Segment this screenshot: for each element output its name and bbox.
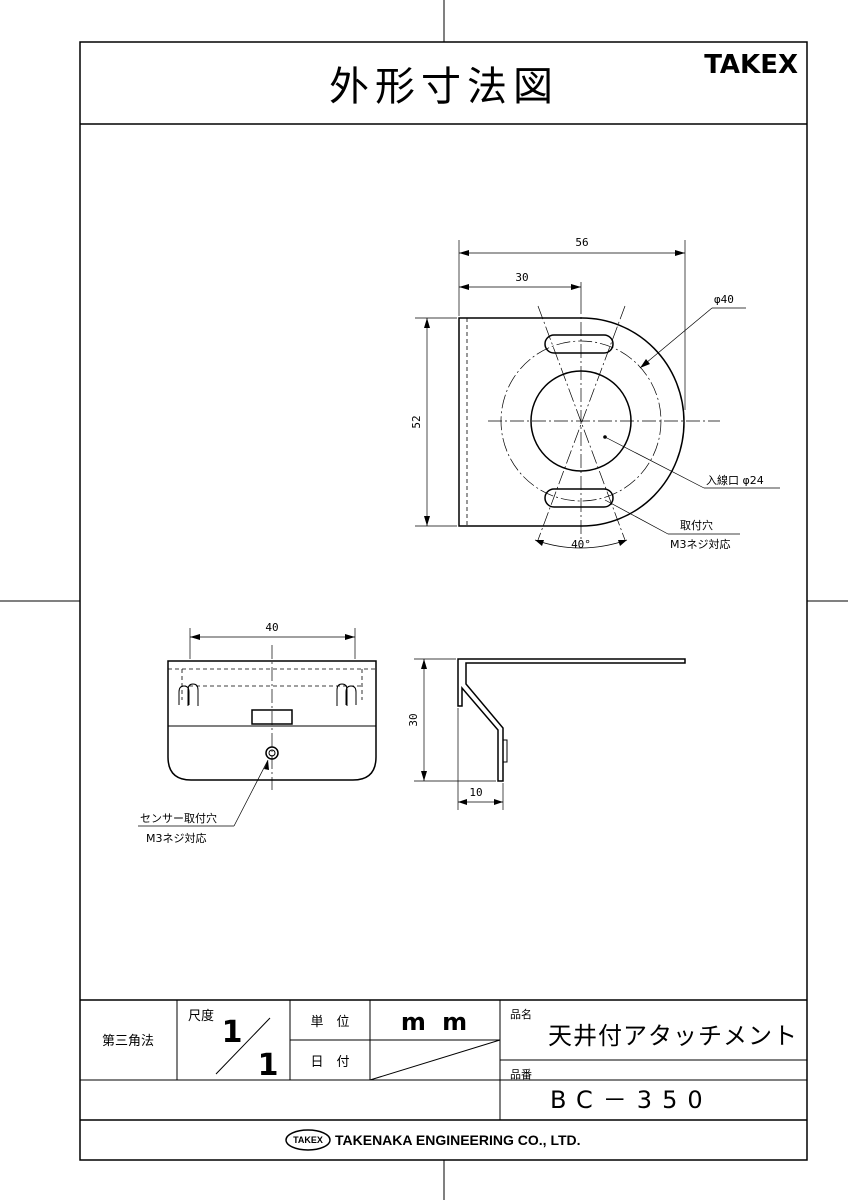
dim-30-top: 30 xyxy=(515,271,528,284)
note-sensor-hole-1: センサー取付穴 xyxy=(140,811,217,825)
brand-logo: TAKEX xyxy=(704,50,798,80)
dim-phi40: φ40 xyxy=(714,293,734,306)
scale-label: 尺度 xyxy=(188,1008,214,1024)
product-code: BC－350 xyxy=(550,1086,713,1114)
note-mount-hole-1: 取付穴 xyxy=(680,518,713,532)
dim-56: 56 xyxy=(575,236,588,249)
product-name: 天井付アタッチメント xyxy=(548,1022,798,1050)
projection-label: 第三角法 xyxy=(102,1034,154,1049)
scale-numerator: 1 xyxy=(222,1015,243,1050)
drawing-title: 外形寸法図 xyxy=(329,64,559,110)
dim-40-front: 40 xyxy=(265,621,278,634)
front-view: 40 センサー取付穴 M3ネジ対応 xyxy=(138,621,377,845)
dim-52: 52 xyxy=(410,415,423,428)
dim-10: 10 xyxy=(469,786,482,799)
product-name-label: 品名 xyxy=(510,1007,532,1021)
svg-text:TAKEX: TAKEX xyxy=(293,1135,323,1145)
product-code-label: 品番 xyxy=(510,1068,532,1081)
date-label: 日 付 xyxy=(310,1055,349,1070)
title-block: 第三角法 尺度 1 1 単 位 m m 日 付 品名 天井付アタッチメント 品番… xyxy=(80,999,807,1151)
scale-denominator: 1 xyxy=(258,1048,279,1083)
dim-30-side: 30 xyxy=(407,713,420,726)
company-logo: TAKEX xyxy=(285,1129,331,1151)
top-view: 56 30 52 φ40 入線口 φ24 取付穴 M3ネジ対応 40° xyxy=(410,236,780,551)
side-view: 30 10 xyxy=(407,658,686,810)
drawing-frame xyxy=(79,41,808,1161)
unit-label: 単 位 xyxy=(310,1014,349,1030)
note-sensor-hole-2: M3ネジ対応 xyxy=(146,831,207,845)
company-name: TAKENAKA ENGINEERING CO., LTD. xyxy=(335,1132,581,1148)
unit-value: m m xyxy=(401,1008,471,1036)
note-mount-hole-2: M3ネジ対応 xyxy=(670,537,731,551)
dim-inlet: 入線口 φ24 xyxy=(706,473,764,487)
dim-angle: 40° xyxy=(571,538,591,551)
